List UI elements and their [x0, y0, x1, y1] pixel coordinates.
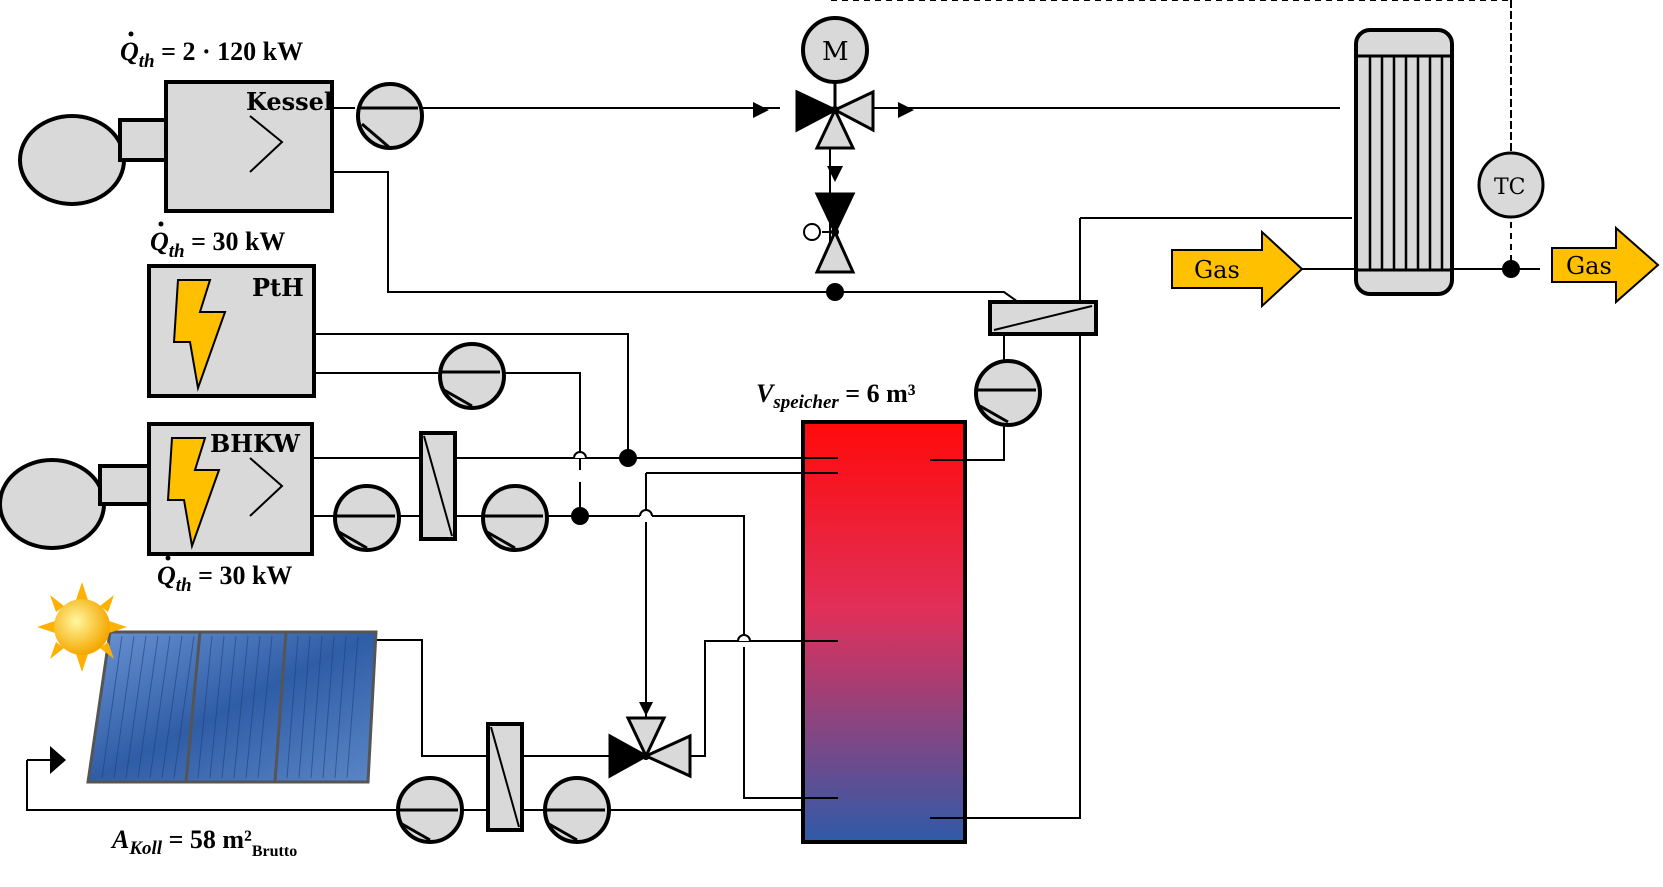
- pump-collector-1: [396, 776, 464, 844]
- pth-unit: PtH: [147, 264, 316, 398]
- collector-area-label: AKoll = 58 m²Brutto: [110, 825, 297, 860]
- valve-icon: [814, 228, 856, 274]
- arrow-icon: [753, 102, 769, 118]
- valve-icon: [642, 733, 692, 779]
- boiler-power-label: Qth = 2 · 120 kW: [120, 37, 303, 72]
- bhkw-coil-icon: [249, 457, 284, 517]
- gas-inlet-label: Gas: [1194, 256, 1240, 284]
- pth-power-label: Qth = 30 kW: [150, 227, 285, 262]
- temperature-controller: TC: [1477, 151, 1545, 219]
- arrow-icon: [898, 102, 914, 118]
- gas-inlet: Gas: [1171, 229, 1304, 309]
- arrow-icon: [50, 746, 66, 774]
- pump-icon: [974, 359, 1042, 427]
- bhkw-unit: BHKW: [0, 422, 314, 556]
- bypass-valve: [803, 192, 856, 301]
- pth-label: PtH: [252, 273, 304, 302]
- valve-icon: [625, 716, 667, 760]
- gas-arrow-icon: [1551, 225, 1660, 305]
- pump-icon: [438, 342, 506, 410]
- motor-label: M: [822, 37, 849, 67]
- shell-tube-exchanger: [1354, 28, 1454, 296]
- valve-icon: [814, 106, 856, 150]
- sun-icon: [37, 582, 127, 672]
- burner-icon: [18, 114, 126, 206]
- gas-outlet: Gas: [1551, 225, 1660, 305]
- gas-outlet-label: Gas: [1566, 252, 1612, 280]
- lightning-icon: [166, 437, 221, 550]
- gas-arrow-icon: [1171, 229, 1304, 309]
- collector-panel: [86, 630, 378, 784]
- junctions: [571, 260, 1520, 642]
- valve-icon: [831, 89, 875, 133]
- bhkw-power-label: Qth = 30 kW: [157, 561, 292, 596]
- lightning-icon: [172, 279, 227, 392]
- valve-icon: [795, 89, 839, 133]
- arrow-icon: [639, 702, 653, 716]
- storage-vessel: [801, 420, 967, 844]
- valve-icon: [814, 192, 856, 236]
- pump-bhkw-2: [481, 484, 549, 552]
- burner-neck: [118, 118, 170, 162]
- boiler-unit: Kessel: [18, 80, 334, 213]
- heat-exchanger-icon: [1354, 28, 1454, 296]
- engine-neck: [98, 464, 154, 506]
- pump-bhkw-1: [333, 484, 401, 552]
- tc-icon: [1477, 151, 1545, 219]
- three-way-valve: [608, 702, 692, 779]
- motor-valve: M: [753, 16, 914, 182]
- boiler-label: Kessel: [246, 87, 333, 116]
- heat-exchanger-gas: [988, 300, 1098, 336]
- boiler-box: [164, 80, 334, 213]
- heat-exchanger-collector: [486, 722, 524, 832]
- arrow-icon: [827, 166, 843, 182]
- pump-icon: [481, 484, 549, 552]
- bhkw-label: BHKW: [210, 429, 301, 458]
- storage-tank: [801, 420, 967, 844]
- pump-kessel: [356, 82, 424, 150]
- actuator-icon: [803, 223, 821, 241]
- engine-icon: [0, 458, 106, 550]
- boiler-coil-icon: [249, 115, 284, 173]
- pump-pth: [438, 342, 506, 410]
- valve-icon: [608, 733, 650, 779]
- pump-collector-2: [543, 776, 611, 844]
- heat-exchanger-bhkw: [419, 431, 457, 541]
- pump-icon: [356, 82, 424, 150]
- storage-volume-label: Vspeicher = 6 m³: [756, 379, 916, 413]
- pump-icon: [333, 484, 401, 552]
- solar-collector: [27, 630, 378, 784]
- tc-label: TC: [1494, 175, 1526, 200]
- pump-storage: [974, 359, 1042, 427]
